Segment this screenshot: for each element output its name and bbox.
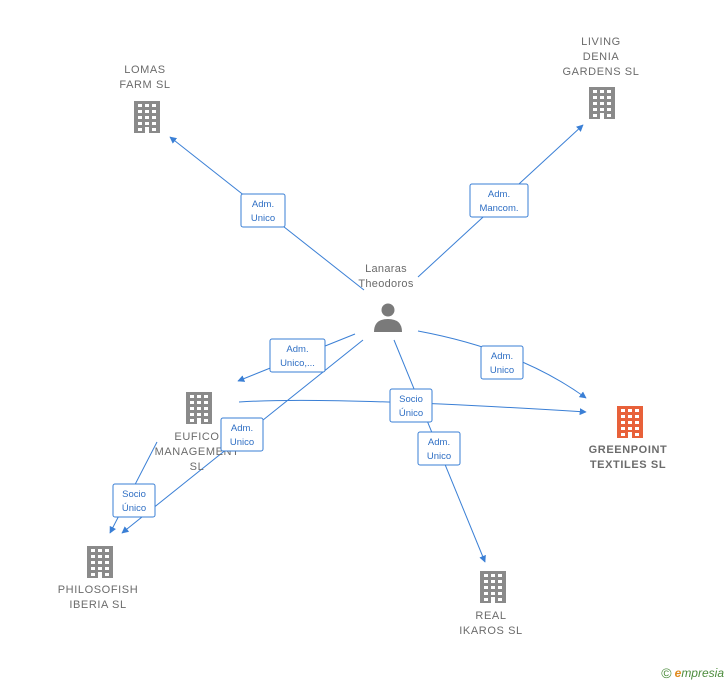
node-label: MANAGEMENT [155,446,240,458]
edge-label-text: Adm. [428,437,450,448]
node-living[interactable]: LIVING DENIA GARDENS SL [563,36,640,119]
edge-label-green[interactable]: Adm. Unico [480,345,524,380]
edge-label-text: Unico [230,437,254,448]
edge-labels-layer: Adm.UnicoAdm.Mancom.Adm.UnicoAdm.Unico,.… [112,183,529,518]
node-label: IKAROS SL [459,625,522,637]
node-label: TEXTILES SL [590,459,666,471]
node-label: Lanaras [365,263,407,275]
node-label: Theodoros [358,278,413,290]
edge-label-text: Socio [399,394,423,405]
copyright-footer: © empresia [661,665,724,681]
node-eufico[interactable]: EUFICO MANAGEMENT SL [155,392,240,473]
edge-label-text: Único [399,408,423,419]
edge-label-text: Adm. [252,199,274,210]
node-label: IBERIA SL [69,599,126,611]
node-label: PHILOSOFISH [58,584,139,596]
node-label: FARM SL [119,79,170,91]
node-label: EUFICO [174,431,219,443]
edge-label-living[interactable]: Adm. Mancom. [469,183,529,218]
edge-label-text: Unico,... [280,358,315,369]
edge-label-text: Adm. [286,344,308,355]
node-label: LOMAS [124,64,166,76]
node-label: REAL [475,610,506,622]
edge-label-text: Único [122,503,146,514]
building-icon [589,87,615,119]
building-icon [186,392,212,424]
node-lomas[interactable]: LOMAS FARM SL [119,64,170,133]
node-label: DENIA [583,51,620,63]
edge-label-text: Adm. [231,423,253,434]
edge-label-lomas[interactable]: Adm. Unico [240,193,286,228]
node-real[interactable]: REAL IKAROS SL [459,571,522,637]
edge-label-text: Adm. [488,189,510,200]
edge-label-real[interactable]: Adm. Unico [417,431,461,466]
building-icon [480,571,506,603]
node-label: SL [190,461,205,473]
building-icon [617,406,643,438]
node-label: GREENPOINT [589,444,668,456]
edge-label-philo-direct[interactable]: Adm. Unico [220,417,264,452]
edge-label-text: Unico [251,213,275,224]
brand-logo[interactable]: empresia [675,666,724,680]
building-icon [134,101,160,133]
copyright-icon: © [661,665,672,681]
edge-label-text: Socio [122,489,146,500]
node-philosofish[interactable]: PHILOSOFISH IBERIA SL [58,546,139,611]
brand-rest: mpresia [681,666,724,680]
building-icon [87,546,113,578]
edge-eufico-green [238,399,587,416]
node-label: GARDENS SL [563,66,640,78]
node-label: LIVING [581,36,621,48]
edge-label-text: Unico [490,365,514,376]
person-icon [374,303,402,332]
brand-initial: e [674,666,682,680]
edge-label-eufico[interactable]: Adm. Unico,... [269,338,326,373]
edge-label-text: Mancom. [479,203,518,214]
edge-label-text: Unico [427,451,451,462]
node-greenpoint[interactable]: GREENPOINT TEXTILES SL [589,406,668,471]
edge-label-text: Adm. [491,351,513,362]
